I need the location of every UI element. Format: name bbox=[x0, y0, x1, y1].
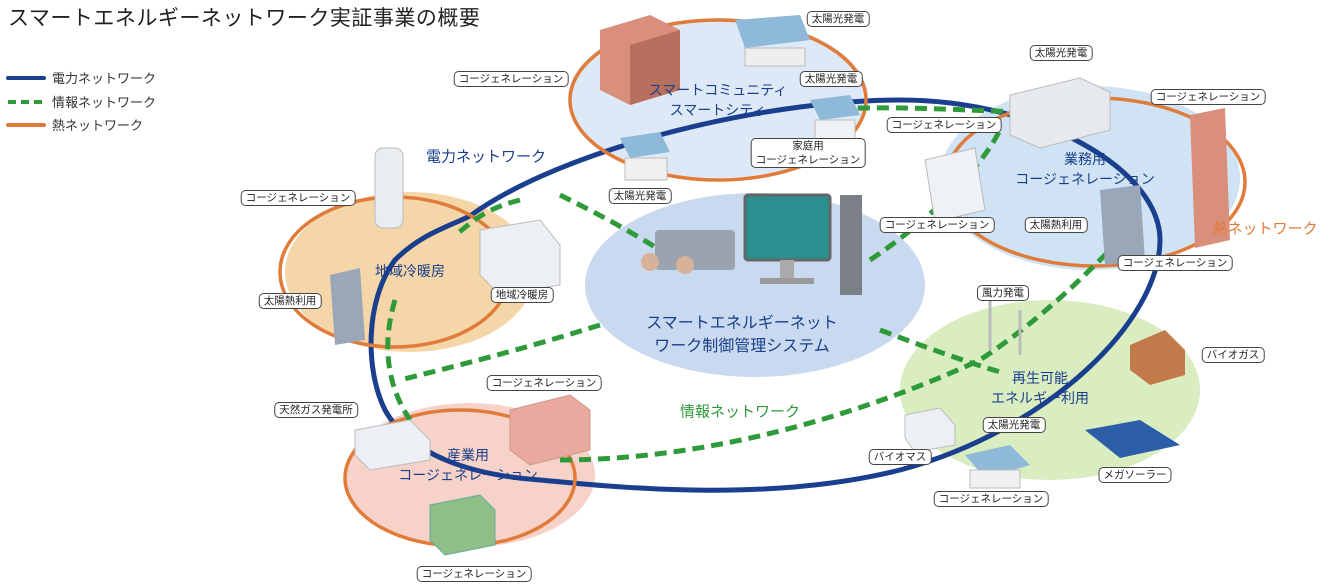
renewable-cluster-label: 再生可能 エネルギー利用 bbox=[991, 369, 1089, 409]
business-label-line2: コージェネレーション bbox=[1015, 172, 1155, 188]
control-label-line1: スマートエネルギーネット bbox=[646, 313, 838, 332]
info-network-label: 情報ネットワーク bbox=[679, 402, 801, 421]
heat-loop-community bbox=[568, 18, 868, 182]
renewable-label-line1: 再生可能 bbox=[1012, 371, 1068, 387]
control-system-label: スマートエネルギーネット ワーク制御管理システム bbox=[646, 311, 838, 357]
industrial-label-line2: コージェネレーション bbox=[398, 468, 538, 484]
label-cogen-industrial-top: コージェネレーション bbox=[486, 375, 602, 391]
label-cogen-community: コージェネレーション bbox=[453, 71, 569, 87]
info-link-community bbox=[558, 192, 662, 253]
power-network-label: 電力ネットワーク bbox=[425, 147, 547, 166]
label-solar-community-mid: 太陽光発電 bbox=[799, 71, 863, 87]
renewable-label-line2: エネルギー利用 bbox=[991, 391, 1089, 407]
community-apartments-icon bbox=[600, 15, 680, 105]
label-wind-power: 風力発電 bbox=[977, 285, 1029, 301]
district-tower-icon bbox=[374, 147, 404, 229]
business-cluster-label: 業務用 コージェネレーション bbox=[1015, 150, 1154, 190]
control-center-monitor-icon bbox=[743, 193, 862, 295]
business-solar-heat-building-icon bbox=[1100, 185, 1145, 265]
industrial-label-line1: 産業用 bbox=[446, 448, 489, 464]
legend-heat-label: 熱ネットワーク bbox=[52, 119, 144, 134]
industrial-factory-icon bbox=[509, 394, 591, 466]
biogas-plant-icon bbox=[1130, 330, 1185, 385]
home-cogen-line2: コージェネレーション bbox=[755, 154, 861, 166]
label-home-cogen: 家庭用 コージェネレーション bbox=[750, 138, 866, 168]
label-solar-community-bottom: 太陽光発電 bbox=[608, 188, 672, 204]
business-office-icon bbox=[1009, 77, 1111, 149]
biomass-plant-icon bbox=[904, 407, 956, 453]
label-cogen-business-mid: コージェネレーション bbox=[879, 217, 995, 233]
community-cluster-label: スマートコミュニティ スマートシティ bbox=[649, 81, 788, 121]
community-solar-house-icon bbox=[735, 15, 810, 67]
label-gas-power-plant: 天然ガス発電所 bbox=[274, 402, 358, 418]
legend-power-label: 電力ネットワーク bbox=[52, 72, 157, 87]
info-link-district bbox=[453, 197, 521, 238]
label-biogas: バイオガス bbox=[1201, 347, 1265, 363]
mega-solar-icon bbox=[1085, 420, 1180, 458]
info-link-renewable bbox=[879, 327, 1001, 375]
gas-power-plant-icon bbox=[354, 419, 431, 471]
label-solar-heat-business: 太陽熱利用 bbox=[1024, 217, 1088, 233]
district-heating-plant-icon bbox=[479, 219, 561, 296]
community-label-line1: スマートコミュニティ bbox=[648, 83, 788, 99]
info-link-industrial bbox=[399, 322, 601, 383]
business-label-line1: 業務用 bbox=[1063, 152, 1106, 168]
label-cogen-business-bottom: コージェネレーション bbox=[1117, 255, 1233, 271]
label-cogen-business-right: コージェネレーション bbox=[1150, 89, 1266, 105]
legend-info-label: 情報ネットワーク bbox=[52, 96, 157, 111]
power-network-line bbox=[368, 97, 1163, 493]
label-cogen-business-left: コージェネレーション bbox=[886, 117, 1002, 133]
label-cogen-industrial-bottom: コージェネレーション bbox=[416, 566, 532, 582]
label-solar-community-top: 太陽光発電 bbox=[806, 11, 870, 27]
info-link-outer-left bbox=[385, 299, 413, 422]
label-solar-heat-district: 太陽熱利用 bbox=[258, 293, 322, 309]
label-district-heating: 地域冷暖房 bbox=[490, 287, 554, 303]
community-small-house-icon bbox=[620, 132, 670, 181]
business-tower-icon bbox=[1190, 108, 1230, 248]
control-label-line2: ワーク制御管理システム bbox=[654, 336, 830, 355]
legend-item-power: 電力ネットワーク bbox=[6, 68, 156, 87]
label-solar-business: 太陽光発電 bbox=[1029, 45, 1093, 61]
wind-turbine-icon bbox=[988, 300, 1022, 355]
district-solar-heat-building-icon bbox=[330, 268, 365, 345]
renewable-solar-building-icon bbox=[965, 445, 1030, 489]
legend-item-heat: 熱ネットワーク bbox=[6, 115, 143, 134]
control-center-operators-icon bbox=[641, 230, 735, 274]
label-mega-solar: メガソーラー bbox=[1098, 467, 1172, 483]
district-cluster-label: 地域冷暖房 bbox=[375, 262, 445, 282]
label-solar-renewable: 太陽光発電 bbox=[982, 417, 1046, 433]
label-cogen-renewable: コージェネレーション bbox=[933, 491, 1049, 507]
diagram-title: スマートエネルギーネットワーク実証事業の概要 bbox=[8, 6, 481, 30]
business-building-icon bbox=[924, 147, 986, 223]
district-label-line1: 地域冷暖房 bbox=[375, 264, 445, 280]
industrial-cluster-label: 産業用 コージェネレーション bbox=[398, 446, 537, 486]
community-label-line2: スマートシティ bbox=[669, 103, 767, 119]
info-link-bottom bbox=[559, 248, 1112, 463]
label-cogen-district: コージェネレーション bbox=[240, 190, 356, 206]
heat-network-label: 熱ネットワーク bbox=[1212, 219, 1318, 238]
legend-item-info: 情報ネットワーク bbox=[6, 92, 156, 111]
label-biomass: バイオマス bbox=[868, 449, 932, 465]
industrial-warehouse-icon bbox=[429, 494, 496, 556]
home-cogen-line1: 家庭用 bbox=[792, 140, 824, 152]
